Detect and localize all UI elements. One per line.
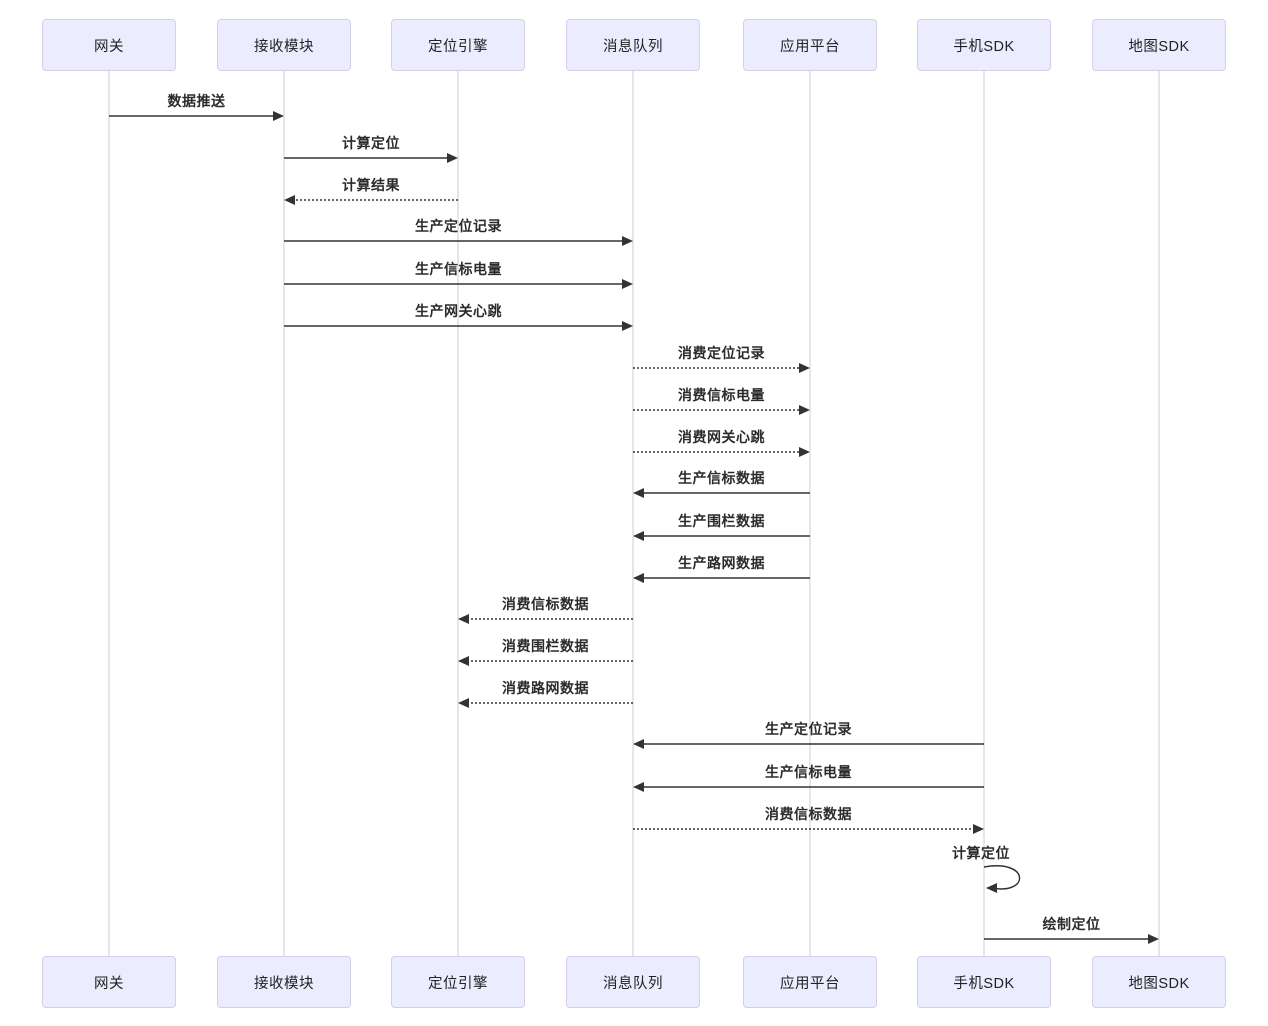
arrowhead-icon [273,111,284,121]
arrowhead-icon [633,573,644,583]
arrowhead-icon [458,614,469,624]
message-label: 消费信标数据 [502,596,589,613]
message-label: 消费网关心跳 [678,429,765,446]
actor-label: 接收模块 [254,975,314,992]
message-label: 生产信标数据 [678,470,765,487]
message-label: 消费围栏数据 [502,638,589,655]
message-label: 消费信标数据 [765,806,852,823]
actor-bottom-map-sdk: 地图SDK [1092,956,1226,1008]
actor-label: 消息队列 [603,975,663,992]
arrowhead-icon [622,321,633,331]
actor-label: 定位引擎 [428,38,488,55]
message-label: 生产路网数据 [678,555,765,572]
message-label: 计算结果 [342,177,400,194]
actor-bottom-platform: 应用平台 [743,956,877,1008]
message-label: 生产定位记录 [765,721,852,738]
actor-bottom-gateway: 网关 [42,956,176,1008]
arrowhead-icon [973,824,984,834]
actor-label: 接收模块 [254,38,314,55]
message-label: 绘制定位 [1042,916,1101,933]
message-label: 生产信标电量 [765,764,852,781]
message-label: 消费路网数据 [502,680,589,697]
actor-top-queue: 消息队列 [566,19,700,71]
actor-bottom-receiver: 接收模块 [217,956,351,1008]
arrowhead-icon [633,739,644,749]
arrowhead-icon [799,447,810,457]
message-label: 生产定位记录 [415,218,502,235]
actor-bottom-phone-sdk: 手机SDK [917,956,1051,1008]
actor-label: 手机SDK [953,975,1015,992]
message-label: 计算定位 [952,845,1010,862]
arrowhead-icon [799,405,810,415]
arrowhead-icon [986,883,997,893]
message-label: 数据推送 [167,93,226,110]
arrowhead-icon [633,782,644,792]
actor-label: 定位引擎 [428,975,488,992]
message-label: 生产围栏数据 [678,513,765,530]
actor-label: 应用平台 [780,38,840,55]
arrowhead-icon [458,656,469,666]
message-label: 消费定位记录 [678,345,765,362]
arrowhead-icon [633,488,644,498]
arrowhead-icon [284,195,295,205]
arrowhead-icon [1148,934,1159,944]
message-label: 计算定位 [342,135,400,152]
actor-label: 手机SDK [953,38,1015,55]
arrowhead-icon [458,698,469,708]
actor-bottom-engine: 定位引擎 [391,956,525,1008]
actor-top-receiver: 接收模块 [217,19,351,71]
actor-top-map-sdk: 地图SDK [1092,19,1226,71]
arrowhead-icon [447,153,458,163]
arrowhead-icon [622,279,633,289]
actor-label: 消息队列 [603,38,663,55]
actor-label: 网关 [94,38,124,55]
arrowhead-icon [622,236,633,246]
arrowhead-icon [799,363,810,373]
actor-top-engine: 定位引擎 [391,19,525,71]
actor-label: 地图SDK [1128,975,1190,992]
actor-top-phone-sdk: 手机SDK [917,19,1051,71]
actor-top-platform: 应用平台 [743,19,877,71]
actor-top-gateway: 网关 [42,19,176,71]
message-label: 生产信标电量 [415,261,502,278]
actor-label: 地图SDK [1128,38,1190,55]
actor-bottom-queue: 消息队列 [566,956,700,1008]
message-label: 生产网关心跳 [415,303,502,320]
arrowhead-icon [633,531,644,541]
actor-label: 应用平台 [780,975,840,992]
actor-label: 网关 [94,975,124,992]
message-line-self [983,865,1021,890]
message-label: 消费信标电量 [678,387,765,404]
